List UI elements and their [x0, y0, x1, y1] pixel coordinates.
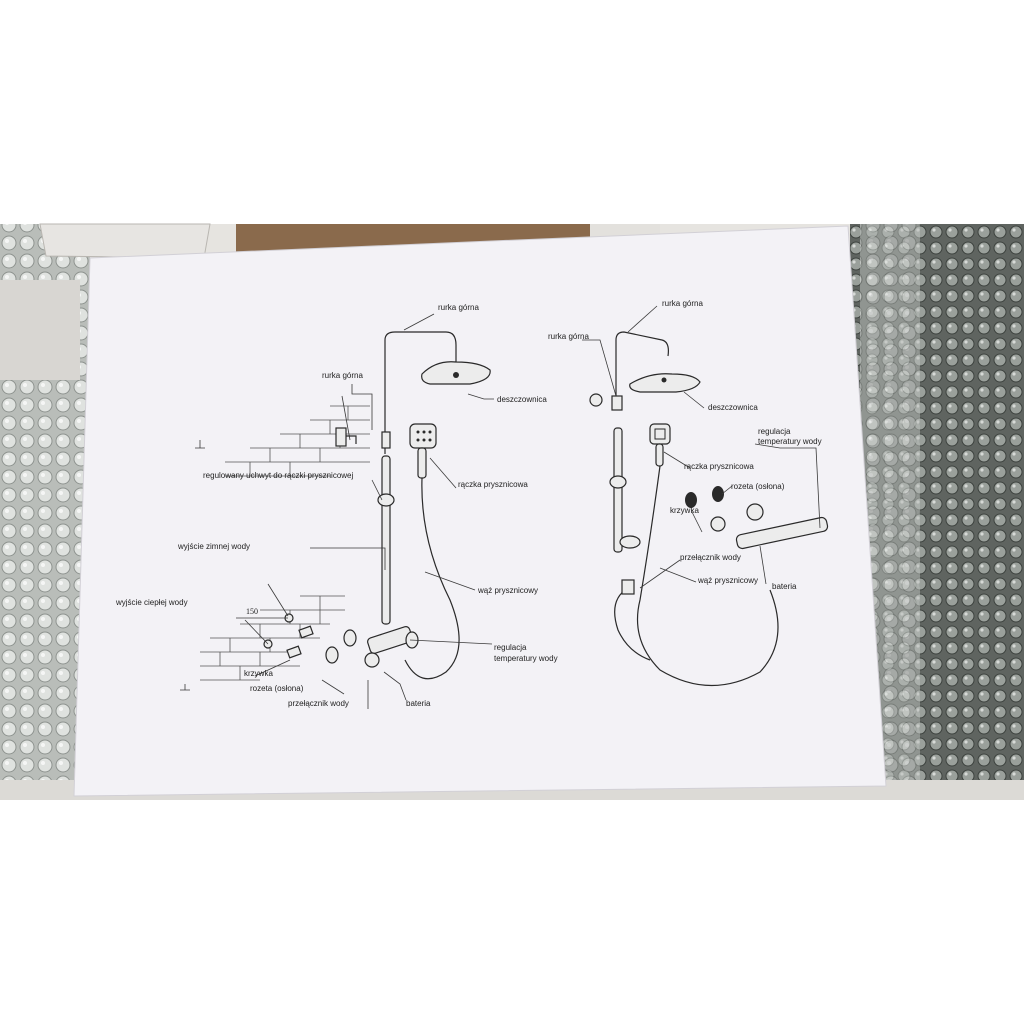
slide-rail-right [609, 427, 641, 553]
label-deszczownica-right: deszczownica [708, 403, 758, 412]
slide-rail [377, 455, 395, 625]
instruction-sheet [73, 225, 887, 797]
label-raczka-right: rączka prysznicowa [684, 462, 754, 471]
handheld-shower-right [649, 423, 671, 467]
label-przelacznik-right: przełącznik wody [680, 553, 741, 562]
label-rurka-gorna-top: rurka górna [438, 303, 479, 312]
wall-outlets [263, 613, 357, 664]
label-dimension: 150 [246, 607, 258, 616]
hose-right [636, 465, 779, 687]
knobs-right [685, 486, 764, 532]
mixer-bar-right [735, 516, 829, 550]
label-wyjscie-zimnej: wyjście zimnej wody [177, 542, 250, 551]
label-wyjscie-cieplej: wyjście ciepłej wody [115, 598, 188, 607]
left-diagram: rurka górna rurka górna deszczownica reg… [115, 303, 558, 709]
top-pipe [384, 331, 457, 454]
label-rurka-gorna-right: rurka górna [662, 299, 703, 308]
label-regulacja-right-2: temperatury wody [758, 437, 822, 446]
label-deszczownica: deszczownica [497, 395, 547, 404]
switch-right [621, 579, 635, 595]
label-przelacznik: przełącznik wody [288, 699, 349, 708]
label-rozeta-right: rozeta (osłona) [731, 482, 785, 491]
right-leader-lines [582, 305, 821, 589]
shower-hose [404, 477, 460, 680]
label-waz: wąż prysznicowy [477, 586, 538, 595]
white-box [39, 223, 211, 259]
right-diagram: rurka górna rurka górna deszczownica reg… [548, 299, 829, 687]
rain-shower-head [421, 361, 491, 385]
left-leader-lines [254, 313, 494, 709]
pipe-connector [381, 431, 391, 449]
label-uchwyt: regulowany uchwyt do rączki prysznicowej [203, 471, 354, 480]
label-krzywka: krzywka [244, 669, 273, 678]
label-waz-right: wąż prysznicowy [697, 576, 758, 585]
handheld-shower [409, 423, 437, 479]
label-regulacja-2: temperatury wody [494, 654, 558, 663]
label-raczka: rączka prysznicowa [458, 480, 528, 489]
label-bateria-right: bateria [772, 582, 797, 591]
connector-right [611, 395, 623, 411]
hose-right-return [614, 587, 651, 661]
rain-shower-head-right [629, 373, 701, 393]
label-rurka-gorna-mid: rurka górna [322, 371, 363, 380]
label-rozeta: rozeta (osłona) [250, 684, 304, 693]
label-regulacja-1: regulacja [494, 643, 527, 652]
label-regulacja-right-1: regulacja [758, 427, 791, 436]
label-bateria: bateria [406, 699, 431, 708]
wall-bracket [335, 427, 357, 447]
label-rurka-gorna-left: rurka górna [548, 332, 589, 341]
top-pipe-right [615, 331, 669, 400]
label-krzywka-right: krzywka [670, 506, 699, 515]
wall-fitting-right [589, 393, 603, 407]
